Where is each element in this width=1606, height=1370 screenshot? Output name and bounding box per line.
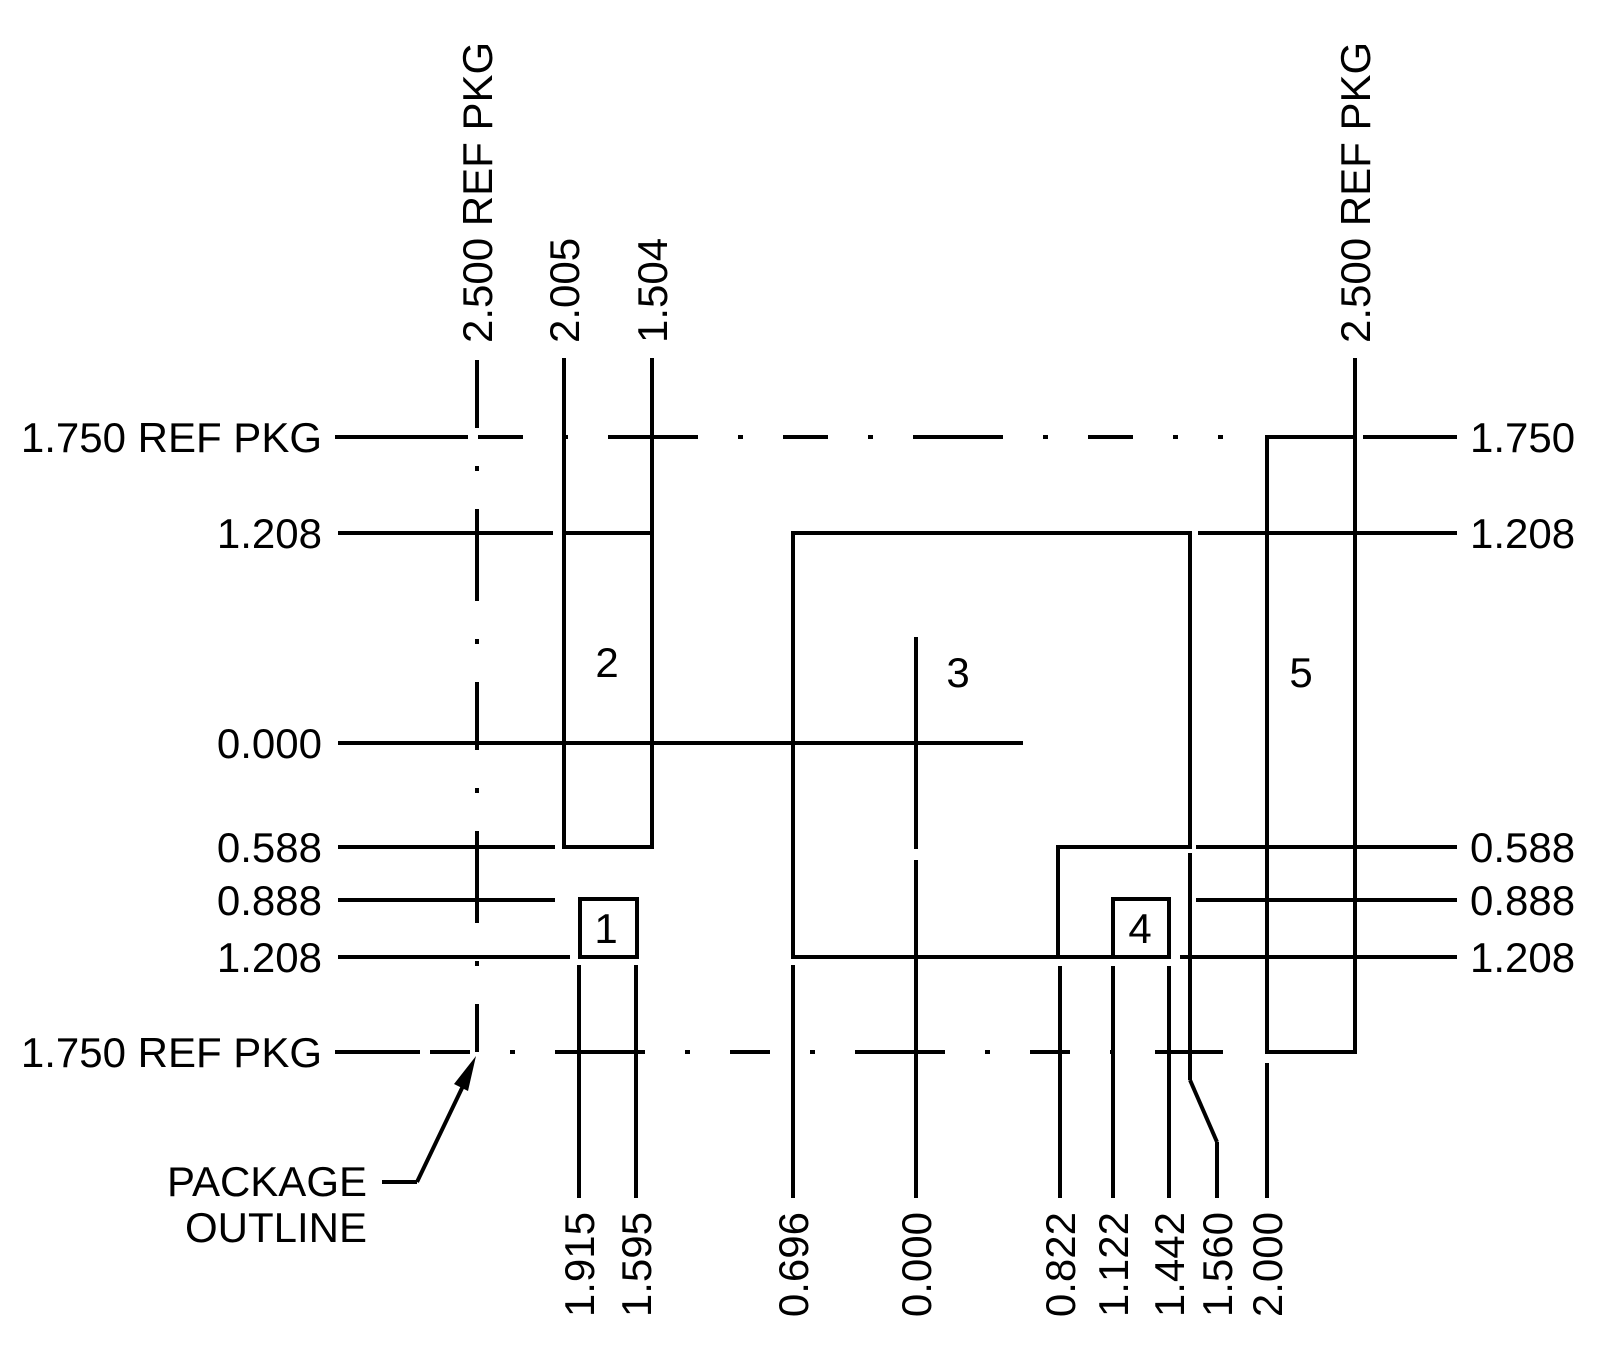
dim-top-2500-ref-pkg-left: 2.500 REF PKG xyxy=(454,42,501,343)
region-3-outline xyxy=(791,531,1192,959)
dim-right-1208-top: 1.208 xyxy=(1470,510,1575,557)
package-outline-note-line-2: OUTLINE xyxy=(185,1204,367,1251)
dim-left-1208-bottom: 1.208 xyxy=(217,934,322,981)
dim-top-2500-ref-pkg-right: 2.500 REF PKG xyxy=(1332,42,1379,343)
dim-left-0000: 0.000 xyxy=(217,720,322,767)
ext-bottom-1560-jog xyxy=(1188,1079,1219,1143)
dim-bottom-1122: 1.122 xyxy=(1090,1212,1137,1317)
region-2-box xyxy=(562,531,654,849)
dim-top-2005: 2.005 xyxy=(541,238,588,343)
dim-bottom-1595: 1.595 xyxy=(613,1212,660,1317)
dim-left-1208-top: 1.208 xyxy=(217,510,322,557)
region-5-number: 5 xyxy=(1289,649,1312,696)
dim-left-1750-ref-pkg-bottom: 1.750 REF PKG xyxy=(21,1029,322,1076)
region-2-number: 2 xyxy=(595,639,618,686)
dim-bottom-2000: 2.000 xyxy=(1244,1212,1291,1317)
dim-bottom-0696: 0.696 xyxy=(770,1212,817,1317)
dim-bottom-0822: 0.822 xyxy=(1037,1212,1084,1317)
dim-right-0588: 0.588 xyxy=(1470,824,1575,871)
dim-top-1504: 1.504 xyxy=(629,238,676,343)
dim-left-0588: 0.588 xyxy=(217,824,322,871)
dim-left-0888: 0.888 xyxy=(217,877,322,924)
dim-right-1208-bottom: 1.208 xyxy=(1470,934,1575,981)
note-arrowhead-icon xyxy=(454,1056,476,1091)
dim-bottom-1560: 1.560 xyxy=(1194,1212,1241,1317)
region-3-number: 3 xyxy=(946,649,969,696)
dim-bottom-1442: 1.442 xyxy=(1146,1212,1193,1317)
dim-bottom-0000: 0.000 xyxy=(893,1212,940,1317)
dim-right-0888: 0.888 xyxy=(1470,877,1575,924)
dim-left-1750-ref-pkg-top: 1.750 REF PKG xyxy=(21,414,322,461)
region-1-number: 1 xyxy=(594,905,617,952)
dim-bottom-1915: 1.915 xyxy=(556,1212,603,1317)
region-1-box xyxy=(578,897,639,959)
region-4-number: 4 xyxy=(1128,905,1151,952)
region-4-box xyxy=(1111,897,1171,959)
note-leader-diagonal xyxy=(415,1085,465,1183)
dim-right-1750: 1.750 xyxy=(1470,414,1575,461)
package-outline-note-line-1: PACKAGE xyxy=(167,1158,367,1205)
region-5-box xyxy=(1265,435,1357,1054)
